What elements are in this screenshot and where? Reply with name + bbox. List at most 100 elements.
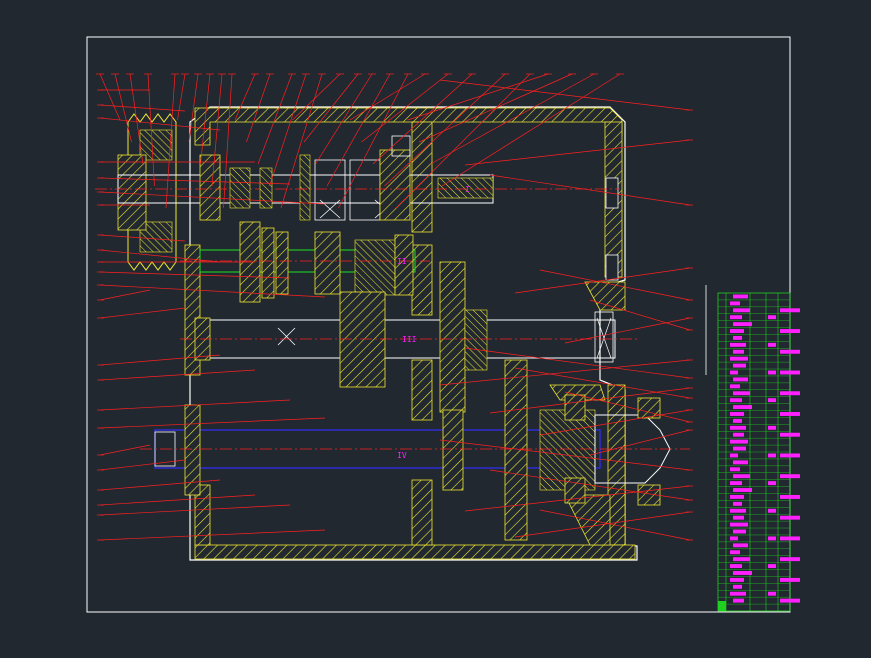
leader-line bbox=[99, 234, 186, 242]
shaft-4-assembly: IV bbox=[140, 359, 690, 541]
table-cell-text bbox=[730, 342, 746, 347]
table-cell-text bbox=[768, 453, 776, 458]
table-cell-text bbox=[733, 598, 744, 603]
leader-line bbox=[99, 417, 326, 429]
leader-line bbox=[114, 73, 132, 143]
leader-line bbox=[372, 73, 473, 165]
leader-line bbox=[395, 73, 531, 209]
table-cell-text bbox=[730, 550, 740, 555]
table-cell-text bbox=[768, 370, 776, 375]
table-cell-text bbox=[780, 577, 800, 582]
leader-line bbox=[99, 444, 151, 456]
table-cell-text bbox=[768, 564, 776, 569]
table-cell-text bbox=[733, 460, 748, 465]
leader-line bbox=[99, 289, 151, 301]
leader-line bbox=[338, 73, 409, 209]
leader-line bbox=[99, 191, 326, 205]
table-cell-text bbox=[730, 536, 738, 541]
leader-line bbox=[384, 73, 506, 187]
leader-line bbox=[464, 139, 691, 166]
table-cell-text bbox=[730, 315, 742, 320]
table-cell-text bbox=[780, 432, 800, 437]
table-cell-text bbox=[780, 391, 800, 396]
table-cell-text bbox=[768, 591, 776, 596]
table-cell-text bbox=[733, 557, 750, 562]
table-cell-text bbox=[780, 494, 800, 499]
table-cell-text bbox=[768, 425, 776, 430]
table-cell-text bbox=[733, 335, 742, 340]
table-cell-text bbox=[733, 584, 742, 589]
parts-list-table bbox=[705, 285, 800, 612]
leader-line bbox=[514, 367, 691, 399]
table-cell-text bbox=[733, 446, 746, 451]
leader-line bbox=[129, 73, 144, 165]
leader-line bbox=[430, 73, 595, 165]
leader-line bbox=[99, 529, 326, 541]
table-cell-text bbox=[733, 515, 744, 520]
leader-line bbox=[539, 509, 691, 541]
leader-line bbox=[99, 479, 221, 491]
table-cell-text bbox=[730, 356, 748, 361]
leader-line bbox=[439, 79, 691, 111]
table-cell-text bbox=[780, 515, 800, 520]
table-cell-text bbox=[780, 370, 800, 375]
table-cell-text bbox=[780, 412, 800, 416]
table-cell-text bbox=[730, 370, 738, 375]
leader-line bbox=[99, 369, 256, 381]
title-block-marker bbox=[718, 601, 726, 611]
shaft-1-label: I bbox=[465, 185, 470, 194]
table-cell-text bbox=[733, 474, 750, 479]
leader-line bbox=[234, 73, 256, 121]
leader-line bbox=[589, 429, 691, 456]
table-cell-text bbox=[730, 398, 742, 403]
leader-line bbox=[223, 73, 233, 209]
leader-line bbox=[99, 459, 186, 471]
shaft-2-label: II bbox=[397, 257, 407, 266]
table-cell-text bbox=[733, 294, 748, 299]
table-cell-text bbox=[733, 363, 746, 368]
shaft-4-label: IV bbox=[397, 451, 407, 460]
table-cell-text bbox=[730, 425, 746, 430]
leader-line bbox=[589, 299, 691, 331]
leader-line bbox=[514, 511, 691, 538]
table-cell-text bbox=[780, 598, 800, 603]
table-cell-text bbox=[730, 522, 748, 527]
table-cell-text bbox=[768, 536, 776, 541]
leader-line bbox=[99, 249, 221, 263]
table-cell-text bbox=[730, 591, 746, 596]
leader-line bbox=[99, 271, 291, 279]
table-cell-text bbox=[730, 564, 742, 569]
table-cell-text bbox=[780, 453, 800, 458]
table-cell-text bbox=[780, 349, 800, 354]
table-cell-text bbox=[733, 322, 752, 327]
leader-line bbox=[99, 399, 291, 411]
table-cell-text bbox=[730, 494, 744, 499]
leader-line bbox=[99, 307, 186, 319]
shaft-3-assembly: III bbox=[180, 261, 640, 413]
table-cell-text bbox=[730, 301, 740, 306]
leader-line bbox=[361, 73, 449, 143]
leader-line bbox=[165, 73, 176, 209]
table-cell-text bbox=[780, 474, 800, 479]
leader-line bbox=[280, 73, 323, 209]
table-cell-text bbox=[733, 377, 748, 382]
leader-line bbox=[99, 494, 256, 506]
table-cell-text bbox=[730, 412, 744, 416]
balloon-leader-lines bbox=[96, 73, 693, 541]
table-cell-text bbox=[730, 329, 744, 333]
table-cell-text bbox=[733, 571, 752, 575]
table-cell-text bbox=[733, 391, 750, 396]
leader-line bbox=[303, 73, 359, 143]
leader-line bbox=[188, 73, 199, 143]
leader-line bbox=[464, 347, 691, 379]
leader-line bbox=[418, 73, 573, 143]
leader-line bbox=[441, 73, 621, 187]
leader-line bbox=[147, 73, 155, 187]
leader-line bbox=[514, 267, 691, 294]
leader-line bbox=[177, 73, 186, 121]
table-cell-text bbox=[768, 508, 776, 513]
table-cell-text bbox=[730, 577, 744, 582]
table-cell-text bbox=[780, 308, 800, 313]
table-cell-text bbox=[730, 384, 740, 389]
leader-line bbox=[564, 391, 691, 423]
